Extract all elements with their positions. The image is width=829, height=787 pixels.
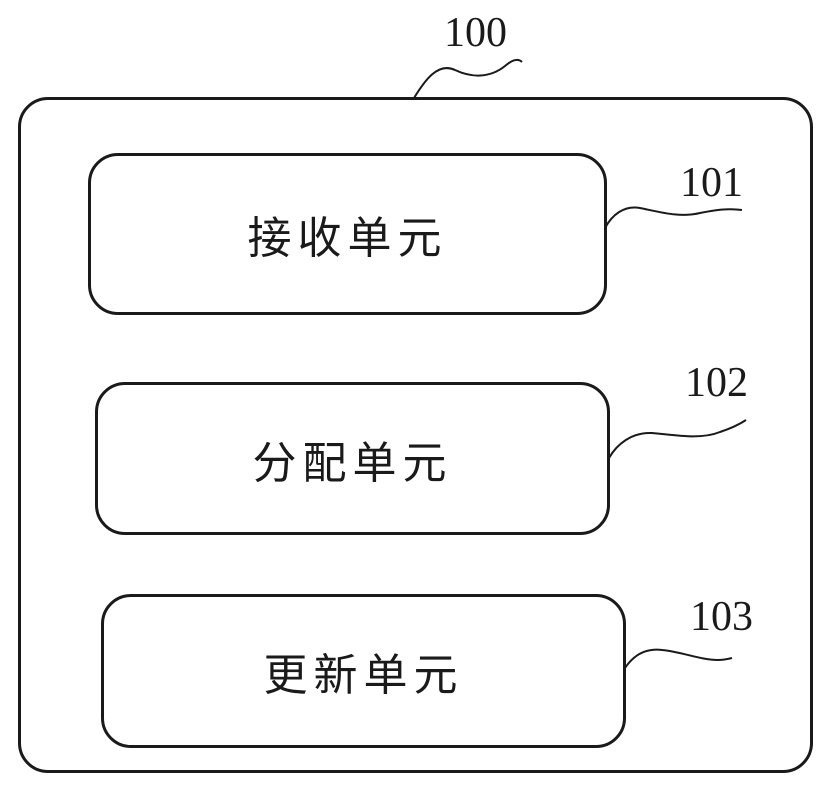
unit-box-allocate: 分配单元: [95, 382, 610, 535]
ref-label-103: 103: [690, 594, 753, 640]
leader-line-100: [413, 58, 523, 99]
unit-label-allocate: 分配单元: [252, 437, 453, 489]
ref-label-102: 102: [685, 360, 748, 406]
unit-box-receive: 接收单元: [88, 153, 607, 315]
ref-label-100: 100: [444, 10, 507, 56]
unit-label-receive: 接收单元: [247, 213, 448, 264]
unit-box-update: 更新单元: [101, 594, 626, 748]
unit-label-update: 更新单元: [263, 650, 464, 701]
ref-label-101: 101: [680, 160, 743, 206]
